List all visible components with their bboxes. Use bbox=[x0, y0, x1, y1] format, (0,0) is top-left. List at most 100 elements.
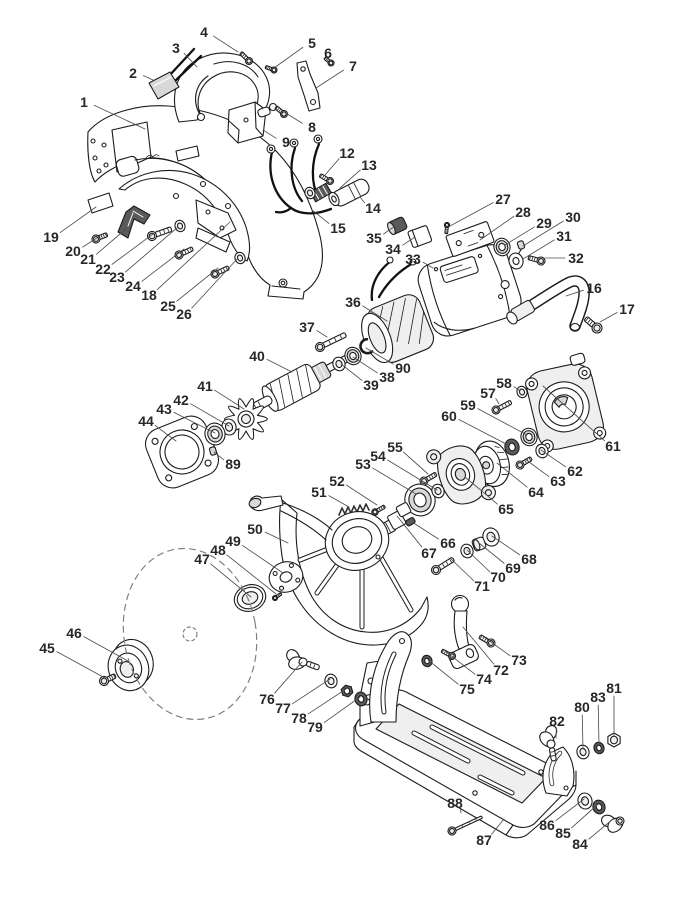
leader-line-78 bbox=[307, 688, 347, 715]
callout-label-60: 60 bbox=[441, 408, 457, 424]
callout-label-12: 12 bbox=[339, 145, 355, 161]
callout-label-77: 77 bbox=[275, 700, 291, 716]
callout-label-17: 17 bbox=[619, 301, 635, 317]
hardware-parts bbox=[91, 51, 625, 836]
leader-line-27 bbox=[449, 202, 494, 227]
callout-label-38: 38 bbox=[379, 369, 395, 385]
callout-label-71: 71 bbox=[474, 578, 490, 594]
leader-line-35 bbox=[383, 225, 396, 235]
leader-line-8 bbox=[283, 111, 303, 124]
leader-line-63 bbox=[524, 458, 550, 477]
safety-cover-part bbox=[248, 495, 429, 646]
leader-line-84 bbox=[588, 818, 614, 840]
callout-label-22: 22 bbox=[95, 261, 111, 277]
callout-label-39: 39 bbox=[363, 377, 379, 393]
callout-label-59: 59 bbox=[460, 397, 476, 413]
leader-line-89 bbox=[213, 451, 225, 461]
callout-label-76: 76 bbox=[259, 691, 275, 707]
callout-label-24: 24 bbox=[125, 278, 141, 294]
leader-line-42 bbox=[190, 403, 230, 427]
callout-label-44: 44 bbox=[138, 413, 154, 429]
callout-label-68: 68 bbox=[521, 551, 537, 567]
motor-housing-part bbox=[417, 244, 522, 337]
leader-line-61 bbox=[542, 385, 606, 442]
callout-label-15: 15 bbox=[330, 220, 346, 236]
leader-line-73 bbox=[483, 636, 511, 657]
callout-label-45: 45 bbox=[39, 640, 55, 656]
callout-label-21: 21 bbox=[80, 251, 96, 267]
callout-label-7: 7 bbox=[349, 58, 357, 74]
leader-line-14 bbox=[359, 196, 366, 204]
leader-line-58 bbox=[513, 386, 521, 392]
callout-label-67: 67 bbox=[421, 545, 437, 561]
callout-label-34: 34 bbox=[385, 241, 401, 257]
leader-line-45 bbox=[56, 651, 106, 679]
leader-line-68 bbox=[491, 535, 521, 556]
leader-line-72 bbox=[462, 626, 495, 665]
leader-line-38 bbox=[352, 356, 378, 374]
leader-line-39 bbox=[340, 363, 363, 381]
leader-line-13 bbox=[339, 169, 361, 189]
callout-label-54: 54 bbox=[370, 448, 386, 464]
leader-line-26 bbox=[191, 257, 239, 309]
diagram-artwork bbox=[87, 47, 625, 839]
leader-line-31 bbox=[522, 239, 555, 260]
leader-line-50 bbox=[264, 531, 289, 544]
noise-suppressor-part bbox=[148, 47, 203, 100]
leader-line-20 bbox=[82, 235, 101, 248]
leader-line-69 bbox=[478, 542, 505, 564]
leader-line-3 bbox=[183, 52, 198, 68]
leader-line-87 bbox=[491, 818, 505, 835]
lock-lever-part bbox=[87, 192, 151, 239]
callout-label-70: 70 bbox=[490, 569, 506, 585]
callout-label-80: 80 bbox=[574, 699, 590, 715]
leader-line-79 bbox=[323, 696, 361, 723]
leader-line-12 bbox=[324, 158, 340, 176]
callout-label-2: 2 bbox=[129, 65, 137, 81]
flange-parts bbox=[107, 561, 304, 692]
leader-line-71 bbox=[450, 558, 475, 582]
callout-label-66: 66 bbox=[440, 535, 456, 551]
stator-part bbox=[361, 294, 435, 364]
base-part bbox=[353, 631, 577, 839]
callout-label-48: 48 bbox=[210, 542, 226, 558]
callout-label-8: 8 bbox=[308, 119, 316, 135]
leader-line-30 bbox=[522, 220, 564, 247]
callout-label-73: 73 bbox=[511, 652, 527, 668]
leader-line-41 bbox=[214, 389, 245, 410]
leader-line-2 bbox=[142, 75, 154, 81]
leader-line-51 bbox=[328, 495, 350, 508]
callout-label-42: 42 bbox=[173, 392, 189, 408]
callout-label-51: 51 bbox=[311, 484, 327, 500]
leader-line-44 bbox=[154, 425, 177, 442]
leader-line-60 bbox=[458, 419, 511, 447]
callout-label-86: 86 bbox=[539, 817, 555, 833]
callout-label-33: 33 bbox=[405, 251, 421, 267]
callout-label-43: 43 bbox=[156, 401, 172, 417]
leader-line-86 bbox=[555, 798, 585, 821]
leader-line-18 bbox=[156, 221, 231, 291]
callout-label-55: 55 bbox=[387, 439, 403, 455]
callout-label-18: 18 bbox=[141, 287, 157, 303]
leader-line-9 bbox=[262, 129, 277, 139]
callout-label-81: 81 bbox=[606, 680, 622, 696]
callout-label-20: 20 bbox=[65, 243, 81, 259]
leader-line-57 bbox=[495, 398, 500, 405]
leader-line-64 bbox=[496, 462, 528, 488]
leader-line-16 bbox=[565, 289, 584, 297]
leader-line-66 bbox=[411, 521, 439, 540]
lever-part bbox=[448, 594, 479, 670]
saw-blade-part bbox=[122, 547, 258, 721]
callout-label-79: 79 bbox=[307, 719, 323, 735]
leader-line-24 bbox=[141, 248, 185, 282]
leader-line-28 bbox=[479, 215, 515, 241]
callout-label-50: 50 bbox=[247, 521, 263, 537]
callout-label-3: 3 bbox=[172, 40, 180, 56]
leader-line-67 bbox=[396, 515, 423, 548]
callout-label-9: 9 bbox=[282, 134, 290, 150]
leader-line-65 bbox=[464, 476, 498, 505]
callout-label-52: 52 bbox=[329, 473, 345, 489]
leader-line-77 bbox=[291, 678, 331, 705]
